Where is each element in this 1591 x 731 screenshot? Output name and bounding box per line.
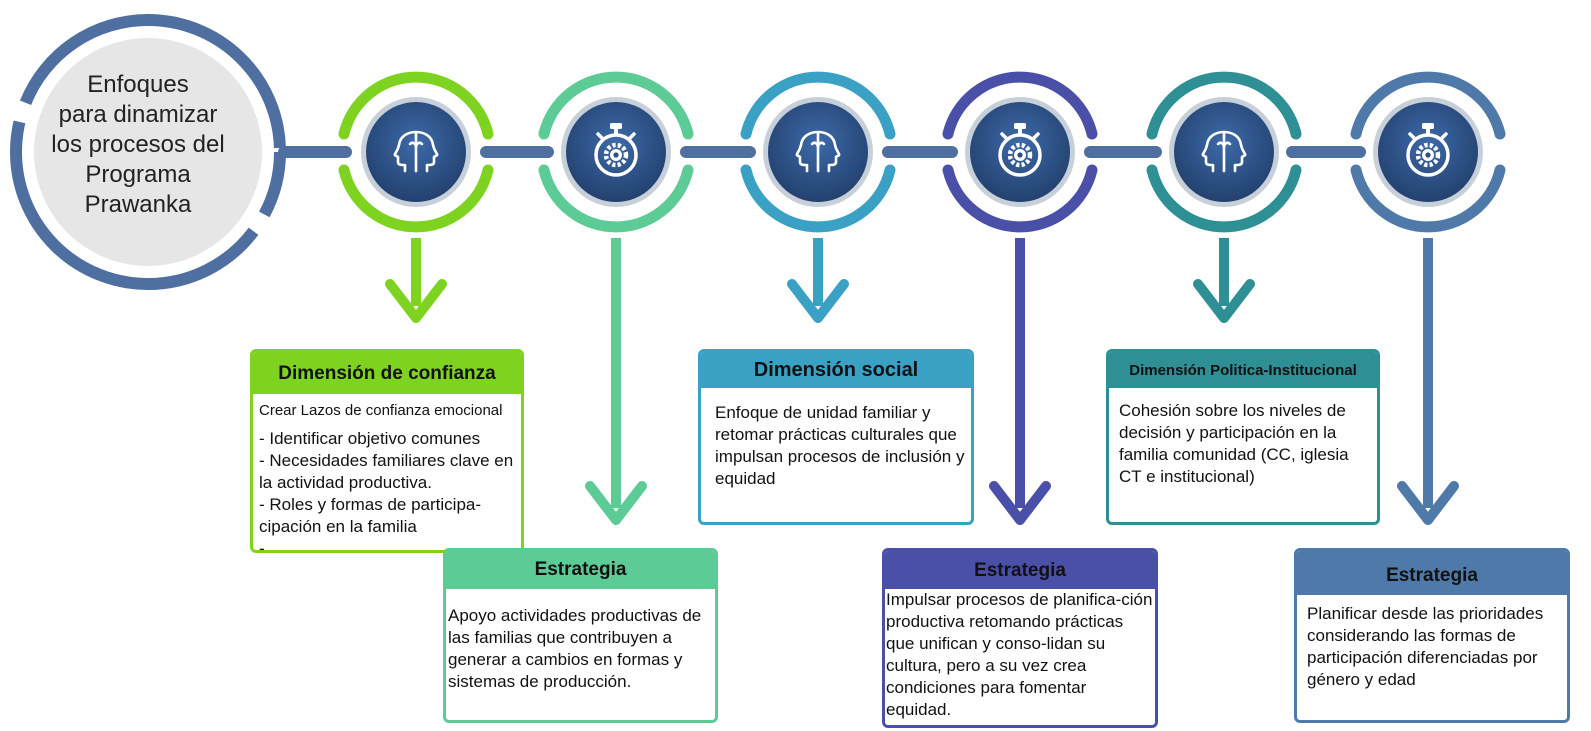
center-title-line: Prawanka bbox=[84, 191, 192, 218]
node-ring-top bbox=[338, 71, 494, 140]
down-arrow bbox=[989, 238, 1051, 525]
down-arrow bbox=[1193, 238, 1255, 323]
node-1 bbox=[338, 71, 494, 233]
node-6 bbox=[1350, 71, 1506, 233]
node-ring-bottom bbox=[740, 164, 896, 233]
social-box: Dimensión social Enfoque de unidad famil… bbox=[698, 349, 974, 525]
node-ring-top bbox=[538, 71, 694, 140]
node-ring-bottom bbox=[942, 164, 1098, 233]
center-hub bbox=[10, 14, 286, 290]
list-item: - bbox=[259, 539, 265, 553]
list-item: - Identificar objetivo comunes bbox=[259, 429, 481, 448]
box-title: Estrategia bbox=[885, 551, 1155, 589]
center-title-line: Programa bbox=[85, 161, 191, 188]
center-title-line: Enfoques bbox=[87, 71, 189, 98]
politica-box: Dimensión Politica-Institucional Cohesió… bbox=[1106, 349, 1380, 525]
estrategia-box-1: Estrategia Apoyo actividades productivas… bbox=[443, 548, 718, 723]
confianza-box: Dimensión de confianza Crear Lazos de co… bbox=[250, 349, 524, 553]
node-3 bbox=[740, 71, 896, 233]
box-title: Estrategia bbox=[1297, 551, 1567, 595]
box-title: Estrategia bbox=[446, 551, 715, 589]
list-item: - Necesidades familiares clave en la act… bbox=[259, 451, 514, 492]
box-title: Dimensión de confianza bbox=[253, 352, 521, 394]
node-ring-top bbox=[740, 71, 896, 140]
center-title-line: para dinamizar bbox=[58, 101, 218, 128]
box-title: Dimensión Politica-Institucional bbox=[1109, 352, 1377, 388]
node-ring-bottom bbox=[1350, 164, 1506, 233]
box-text: Planificar desde las prioridades conside… bbox=[1307, 604, 1544, 689]
node-ring-top bbox=[1146, 71, 1302, 140]
node-ring-bottom bbox=[1146, 164, 1302, 233]
node-ring-bottom bbox=[538, 164, 694, 233]
box-text: Apoyo actividades productivas de las fam… bbox=[448, 606, 702, 691]
list-item: - Roles y formas de participa-cipación e… bbox=[259, 495, 482, 536]
node-ring-top bbox=[1350, 71, 1506, 140]
node-5 bbox=[1146, 71, 1302, 233]
box-lead: Crear Lazos de confianza emocional bbox=[259, 402, 503, 419]
box-text: Cohesión sobre los niveles de decisión y… bbox=[1119, 401, 1349, 486]
estrategia-box-2: Estrategia Impulsar procesos de planific… bbox=[882, 548, 1158, 728]
down-arrow bbox=[585, 238, 647, 525]
node-ring-bottom bbox=[338, 164, 494, 233]
node-ring-top bbox=[942, 71, 1098, 140]
box-text: Impulsar procesos de planifica-ción prod… bbox=[886, 590, 1153, 719]
node-4 bbox=[942, 71, 1098, 233]
box-title: Dimensión social bbox=[701, 352, 971, 388]
down-arrow bbox=[385, 238, 447, 323]
center-title-line: los procesos del bbox=[51, 131, 225, 158]
box-text: Enfoque de unidad familiar y retomar prá… bbox=[715, 403, 965, 488]
estrategia-box-3: Estrategia Planificar desde las priorida… bbox=[1294, 548, 1570, 723]
node-2 bbox=[538, 71, 694, 233]
center-title: Enfoques para dinamizar los procesos del… bbox=[38, 70, 238, 220]
down-arrow bbox=[787, 238, 849, 323]
down-arrow bbox=[1397, 238, 1459, 525]
